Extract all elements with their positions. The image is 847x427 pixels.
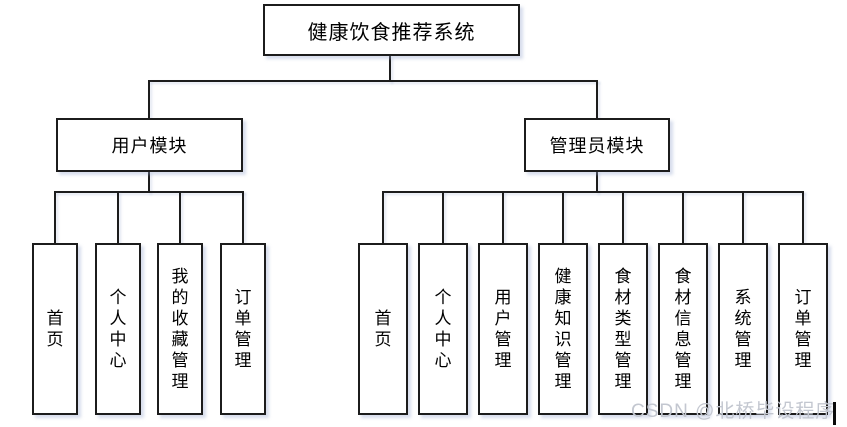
connector-user-drop-2 xyxy=(117,191,119,244)
node-admin-ingredient-info-management: 食 材 信 息 管 理 xyxy=(658,243,708,415)
node-admin-personal-center: 个 人 中 心 xyxy=(418,243,468,415)
connector-admin-drop-3 xyxy=(502,191,504,244)
connector-admin-drop-4 xyxy=(562,191,564,244)
connector-admin-drop-1 xyxy=(382,191,384,244)
node-admin-ingredient-type-management: 食 材 类 型 管 理 xyxy=(598,243,648,415)
connector-top-rail xyxy=(148,80,598,82)
connector-user-drop-1 xyxy=(54,191,56,244)
node-admin-health-knowledge-management: 健 康 知 识 管 理 xyxy=(538,243,588,415)
connector-user-drop-3 xyxy=(179,191,181,244)
text-cursor xyxy=(833,402,836,425)
connector-user-rail xyxy=(54,191,244,193)
connector-user-drop-4 xyxy=(242,191,244,244)
connector-admin-drop-2 xyxy=(442,191,444,244)
connector-drop-admin xyxy=(596,80,598,119)
node-user-module: 用户模块 xyxy=(56,118,243,172)
node-user-order-management: 订 单 管 理 xyxy=(220,243,266,415)
connector-drop-user xyxy=(148,80,150,119)
connector-user-stem xyxy=(148,171,150,193)
connector-admin-drop-5 xyxy=(622,191,624,244)
connector-admin-stem xyxy=(596,171,598,193)
node-user-personal-center: 个 人 中 心 xyxy=(95,243,141,415)
node-root-system-title: 健康饮食推荐系统 xyxy=(263,4,520,56)
node-admin-home: 首 页 xyxy=(358,243,408,415)
connector-admin-drop-7 xyxy=(742,191,744,244)
connector-admin-rail xyxy=(382,191,804,193)
connector-admin-drop-8 xyxy=(802,191,804,244)
node-user-favorites-management: 我 的 收 藏 管 理 xyxy=(157,243,203,415)
node-admin-module: 管理员模块 xyxy=(524,118,670,172)
node-user-home: 首 页 xyxy=(32,243,78,415)
connector-admin-drop-6 xyxy=(682,191,684,244)
connector-root-stem xyxy=(389,56,391,82)
node-admin-user-management: 用 户 管 理 xyxy=(478,243,528,415)
node-admin-system-management: 系 统 管 理 xyxy=(718,243,768,415)
node-admin-order-management: 订 单 管 理 xyxy=(778,243,828,415)
